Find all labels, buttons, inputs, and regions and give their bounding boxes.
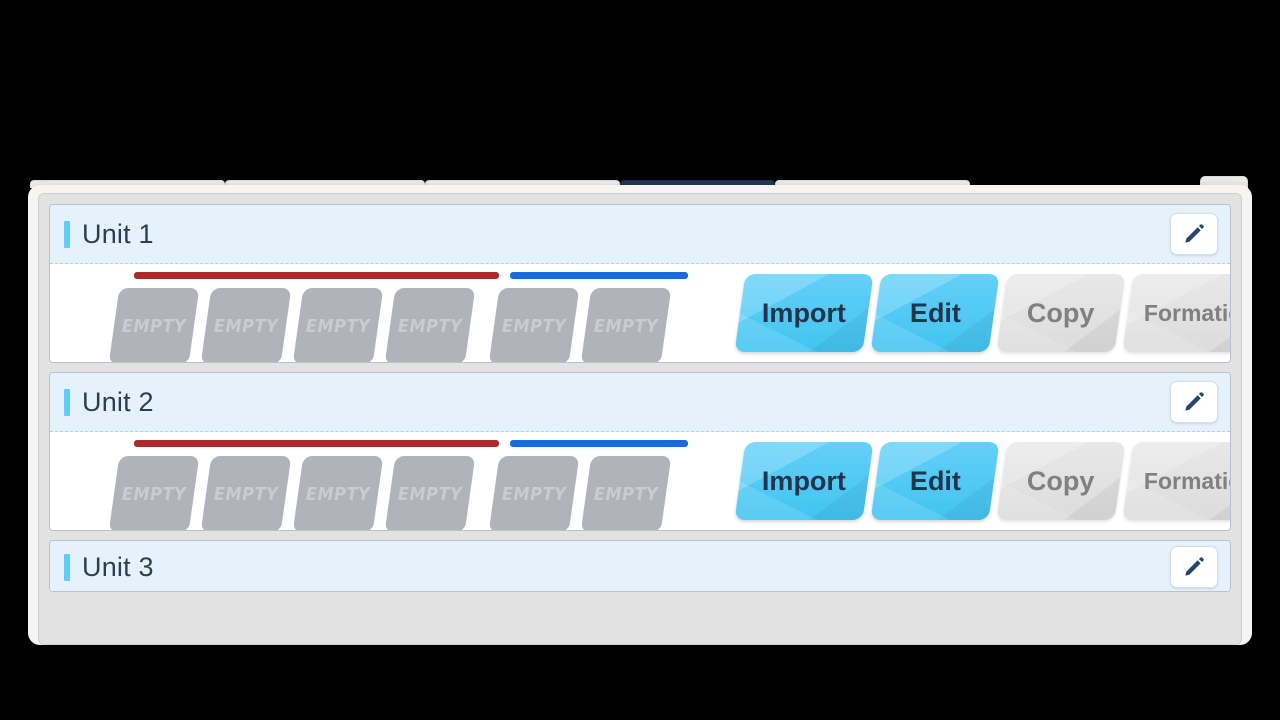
- front-row-bar: [134, 440, 499, 447]
- dialog-content: Unit 1: [38, 193, 1242, 645]
- unit-panel: Unit 3: [49, 540, 1231, 592]
- role-bars: [134, 272, 688, 279]
- role-bars: [134, 440, 688, 447]
- formation-button-label: Formation: [1144, 299, 1231, 326]
- edit-unit-button[interactable]: [1170, 213, 1218, 255]
- copy-button[interactable]: Copy: [996, 442, 1126, 520]
- pencil-icon: [1183, 223, 1205, 245]
- slot-label: EMPTY: [305, 315, 371, 337]
- import-button-label: Import: [762, 465, 846, 496]
- tab-4-active[interactable]: [620, 180, 775, 188]
- unit-slot[interactable]: EMPTY: [488, 456, 580, 530]
- slot-area: EMPTY EMPTY EMPTY EMPTY EMPTY EMPTY: [108, 262, 688, 362]
- slot-label: EMPTY: [121, 483, 187, 505]
- slot-label: EMPTY: [121, 315, 187, 337]
- slot-area: EMPTY EMPTY EMPTY EMPTY EMPTY EMPTY: [108, 430, 688, 530]
- unit-slot[interactable]: EMPTY: [108, 456, 200, 530]
- copy-button-label: Copy: [1027, 297, 1095, 328]
- back-row-bar: [510, 440, 688, 447]
- back-row-bar: [510, 272, 688, 279]
- copy-button-label: Copy: [1027, 465, 1095, 496]
- unit-slot[interactable]: EMPTY: [580, 456, 672, 530]
- tab-strip: [30, 178, 1030, 188]
- unit-slot[interactable]: EMPTY: [200, 456, 292, 530]
- formation-button[interactable]: Formation: [1122, 442, 1231, 520]
- slot-label: EMPTY: [397, 483, 463, 505]
- slot-label: EMPTY: [397, 315, 463, 337]
- slot-label: EMPTY: [501, 483, 567, 505]
- edit-button[interactable]: Edit: [870, 274, 1000, 352]
- unit-accent-bar: [64, 553, 70, 581]
- tab-2[interactable]: [225, 180, 425, 188]
- slot-label: EMPTY: [213, 483, 279, 505]
- tab-3[interactable]: [425, 180, 620, 188]
- edit-button[interactable]: Edit: [870, 442, 1000, 520]
- unit-slot[interactable]: EMPTY: [384, 288, 476, 362]
- unit-panel: Unit 1: [49, 204, 1231, 363]
- unit-manager-dialog: Unit 1: [28, 185, 1252, 645]
- pencil-icon: [1183, 391, 1205, 413]
- import-button[interactable]: Import: [734, 442, 874, 520]
- front-row-bar: [134, 272, 499, 279]
- edit-button-label: Edit: [909, 465, 961, 496]
- copy-button[interactable]: Copy: [996, 274, 1126, 352]
- unit-action-group: Import Edit Copy Formation: [734, 274, 1231, 352]
- unit-body: EMPTY EMPTY EMPTY EMPTY EMPTY EMPTY Impo…: [50, 432, 1230, 530]
- pencil-icon: [1183, 556, 1205, 578]
- unit-list: Unit 1: [49, 204, 1231, 592]
- import-button[interactable]: Import: [734, 274, 874, 352]
- unit-slot[interactable]: EMPTY: [580, 288, 672, 362]
- unit-panel: Unit 2: [49, 372, 1231, 531]
- formation-button[interactable]: Formation: [1122, 274, 1231, 352]
- tab-1[interactable]: [30, 180, 225, 188]
- unit-slot[interactable]: EMPTY: [200, 288, 292, 362]
- unit-slot[interactable]: EMPTY: [292, 288, 384, 362]
- slot-row: EMPTY EMPTY EMPTY EMPTY EMPTY EMPTY: [108, 288, 678, 362]
- edit-button-label: Edit: [909, 297, 961, 328]
- unit-accent-bar: [64, 220, 70, 248]
- slot-label: EMPTY: [213, 315, 279, 337]
- unit-title: Unit 3: [82, 551, 154, 582]
- tab-5[interactable]: [775, 180, 970, 188]
- slot-row: EMPTY EMPTY EMPTY EMPTY EMPTY EMPTY: [108, 456, 678, 530]
- slot-label: EMPTY: [593, 315, 659, 337]
- edit-unit-button[interactable]: [1170, 381, 1218, 423]
- unit-accent-bar: [64, 388, 70, 416]
- unit-slot[interactable]: EMPTY: [488, 288, 580, 362]
- import-button-label: Import: [762, 297, 846, 328]
- unit-header: Unit 1: [50, 205, 1230, 264]
- slot-label: EMPTY: [501, 315, 567, 337]
- unit-title: Unit 1: [82, 218, 154, 249]
- slot-label: EMPTY: [593, 483, 659, 505]
- unit-header: Unit 2: [50, 373, 1230, 432]
- unit-header: Unit 3: [50, 541, 1230, 591]
- slot-label: EMPTY: [305, 483, 371, 505]
- unit-slot[interactable]: EMPTY: [292, 456, 384, 530]
- unit-slot[interactable]: EMPTY: [384, 456, 476, 530]
- unit-body: EMPTY EMPTY EMPTY EMPTY EMPTY EMPTY Impo…: [50, 264, 1230, 362]
- unit-title: Unit 2: [82, 386, 154, 417]
- unit-action-group: Import Edit Copy Formation: [734, 442, 1231, 520]
- edit-unit-button[interactable]: [1170, 546, 1218, 588]
- unit-slot[interactable]: EMPTY: [108, 288, 200, 362]
- formation-button-label: Formation: [1144, 467, 1231, 494]
